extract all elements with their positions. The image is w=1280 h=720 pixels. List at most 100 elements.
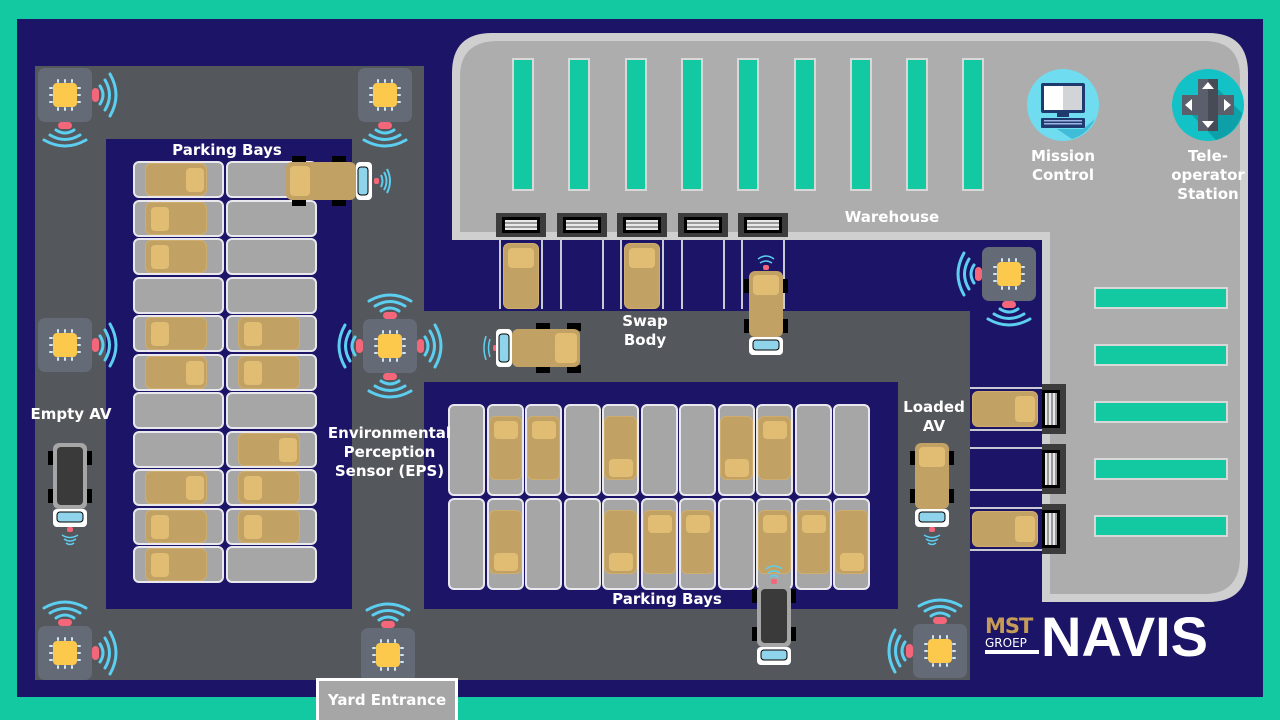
av-truck-at-dock [744,255,788,355]
parking-bay[interactable] [133,430,224,468]
dock-door [1042,444,1066,494]
chip-pin [402,352,406,354]
sensor-nub [383,373,397,380]
swap-body [527,416,560,480]
eps-sensor[interactable] [38,318,118,372]
storage-rack [624,58,647,191]
signal-wave [367,293,413,313]
chip-pin [1001,286,1003,290]
swap-body [758,416,791,480]
yard-map: Warehouse Mission Control [17,19,1263,697]
teleoperator-station[interactable]: Tele- operator Station [1160,69,1256,209]
chip-pin [71,665,73,669]
parking-bays-left-label: Parking Bays [172,141,282,159]
sensor-nub [906,644,913,658]
parking-bay[interactable] [679,404,716,496]
parking-bay[interactable] [563,404,601,496]
chip-pin [64,107,66,111]
chip-pin [77,659,81,661]
parking-bay[interactable] [133,392,224,429]
signal-waves-icon [956,251,1032,327]
signal-wave [423,323,443,369]
sensor-nub [383,312,397,319]
eps-sensor[interactable] [887,598,967,678]
swap-body-cab [508,248,534,268]
dock-lane [680,233,725,309]
chip-pin [77,351,81,353]
parking-bay[interactable] [226,546,317,583]
parking-bay[interactable] [717,498,755,590]
dock-lane [970,387,1046,431]
swap-body [796,510,830,574]
sensor-nub [1002,301,1016,308]
eps-sensor[interactable] [38,68,118,148]
swap-body [719,416,753,480]
swap-body-cab [801,515,826,533]
av-truck-parked-top [286,156,391,206]
swap-body-cab [279,437,297,462]
parking-bay[interactable] [133,276,224,314]
signal-waves-icon [362,128,408,148]
parking-bay[interactable] [226,276,317,314]
chip-pin [397,94,401,96]
empty-av-truck-bottom [752,565,796,665]
sensor-nub [58,619,72,626]
chip-icon [374,330,406,362]
chip-pin [400,647,404,649]
yard-entrance[interactable]: Yard Entrance [316,678,458,720]
signal-wave [917,598,963,618]
empty-av-label: Empty AV [30,405,112,423]
dock-lane [970,507,1046,551]
swap-body-cab [609,459,633,477]
chip-pin [64,329,66,333]
chip-pin [397,87,401,89]
swap-body [681,510,714,574]
mission-control-label: Mission Control [1030,147,1096,184]
chip-pin [49,337,53,339]
mission-control[interactable]: Mission Control [1018,69,1108,199]
storage-rack [680,58,703,191]
parking-bay[interactable] [563,498,601,590]
swap-body [624,243,660,309]
chip-pin [946,635,948,639]
parking-bay[interactable] [226,238,317,275]
parking-bay[interactable] [525,498,562,590]
chip-pin [1015,286,1017,290]
swap-body-cab [244,476,262,500]
parking-bay[interactable] [833,404,870,496]
chip-pin [372,661,376,663]
swap-body [145,548,207,581]
eps-sensor[interactable] [361,602,415,682]
chip-pin [369,101,373,103]
chip-pin [400,654,404,656]
swap-body-cab [186,360,204,385]
chip-pin [71,329,73,333]
chip-pin [993,266,997,268]
swap-body [145,355,207,389]
chip-pin [372,647,376,649]
swap-body [758,510,791,574]
eps-sensor[interactable] [38,600,118,680]
eps-sensor[interactable] [358,68,412,148]
swap-body-cab [629,248,655,268]
parking-bay[interactable] [226,392,317,429]
chip-pin [71,107,73,111]
chip-pin [77,344,81,346]
parking-bay[interactable] [640,404,678,496]
chip-pin [1021,273,1025,275]
parking-bay[interactable] [448,404,485,496]
swap-body-cab [763,515,787,533]
chip-pin [1021,280,1025,282]
swap-body [145,317,207,350]
signal-wave [98,322,118,368]
parking-bay[interactable] [794,404,832,496]
eps-sensor[interactable] [956,247,1036,327]
chip-pin [77,652,81,654]
chip-pin [389,358,391,362]
parking-bay[interactable] [448,498,485,590]
av-truck-carrying-swap-body [483,323,581,373]
dock-door [617,213,667,237]
eps-sensor[interactable] [337,293,443,399]
chip-pin [1008,258,1010,262]
chip-pin [372,654,376,656]
